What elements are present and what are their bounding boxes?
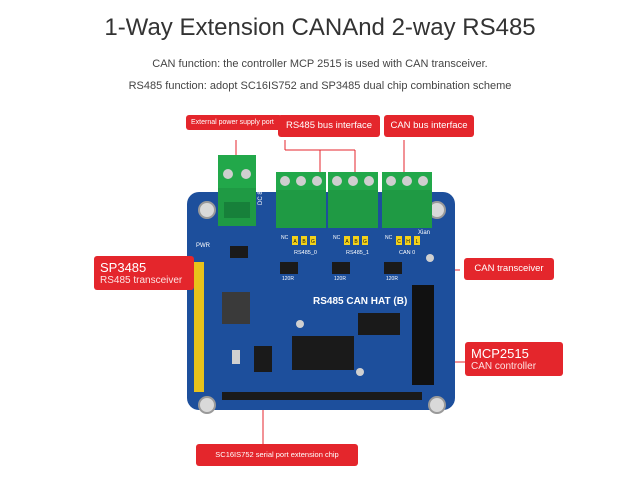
- callout-sp3485: SP3485 RS485 transceiver: [94, 256, 194, 290]
- inductor: [222, 292, 250, 324]
- callout-can-bus: CAN bus interface: [384, 115, 474, 137]
- sp3485-chip-0: [280, 262, 298, 274]
- jumpers: [292, 236, 420, 245]
- board-label-nc-2: NC: [385, 235, 393, 241]
- rs485-0-pin-label: A: [293, 239, 297, 245]
- callout-sp3485-name: SP3485: [100, 260, 147, 275]
- crystal-header: [412, 285, 434, 385]
- sp3485-chip-1: [332, 262, 350, 274]
- rs485-0-pin-label: B: [302, 239, 306, 245]
- subtitle-can: CAN function: the controller MCP 2515 is…: [152, 58, 488, 70]
- rs485-1-pin-label: A: [345, 239, 349, 245]
- can0-pin-label: C: [397, 239, 401, 245]
- sc16is752-chip: [292, 336, 354, 370]
- board-label-120r-1: 120R: [334, 276, 346, 282]
- callout-can-transceiver: CAN transceiver: [464, 258, 554, 280]
- board-label-rs485-1: RS485_1: [346, 250, 369, 256]
- board-label-nc-0: NC: [281, 235, 289, 241]
- board-label-120r-2: 120R: [386, 276, 398, 282]
- rs485-1-pin-label: B: [354, 239, 358, 245]
- board-label-rs485-0: RS485_0: [294, 250, 317, 256]
- power-terminal: [218, 155, 256, 226]
- board-brand: Xian: [418, 230, 431, 236]
- board-label-120r-0: 120R: [282, 276, 294, 282]
- board-label-nc-1: NC: [333, 235, 341, 241]
- board-voltage: DC 8~28V: [258, 177, 264, 205]
- chips: [222, 246, 434, 385]
- page-title: 1-Way Extension CANAnd 2-way RS485: [104, 14, 536, 41]
- gpio-header-left: [194, 262, 204, 392]
- gpio-header-bottom: [222, 392, 422, 400]
- callout-rs485-bus: RS485 bus interface: [278, 115, 380, 137]
- board-name: RS485 CAN HAT (B): [313, 296, 408, 307]
- callout-sc16is752: SC16IS752 serial port extension chip: [196, 444, 358, 466]
- subtitle-rs485: RS485 function: adopt SC16IS752 and SP34…: [128, 80, 512, 92]
- mcp2515-chip: [358, 313, 400, 335]
- callout-mcp2515-desc: CAN controller: [471, 361, 537, 372]
- rs485-terminals: [276, 172, 378, 228]
- callout-mcp2515-name: MCP2515: [471, 346, 529, 361]
- callout-power-supply: External power supply port: [186, 115, 282, 130]
- callout-sp3485-desc: RS485 transceiver: [100, 275, 183, 286]
- can0-pin-label: H: [406, 239, 410, 245]
- can-transceiver-chip: [384, 262, 402, 274]
- small-components: [232, 254, 434, 376]
- board-pwr: PWR: [196, 243, 210, 249]
- can0-pin-label: L: [416, 239, 419, 245]
- rs485-1-pin-label: G: [363, 239, 367, 245]
- rs485-0-pin-label: G: [311, 239, 315, 245]
- board-label-can0: CAN 0: [399, 250, 416, 256]
- callout-mcp2515: MCP2515 CAN controller: [465, 342, 563, 376]
- can-terminal: [382, 172, 432, 228]
